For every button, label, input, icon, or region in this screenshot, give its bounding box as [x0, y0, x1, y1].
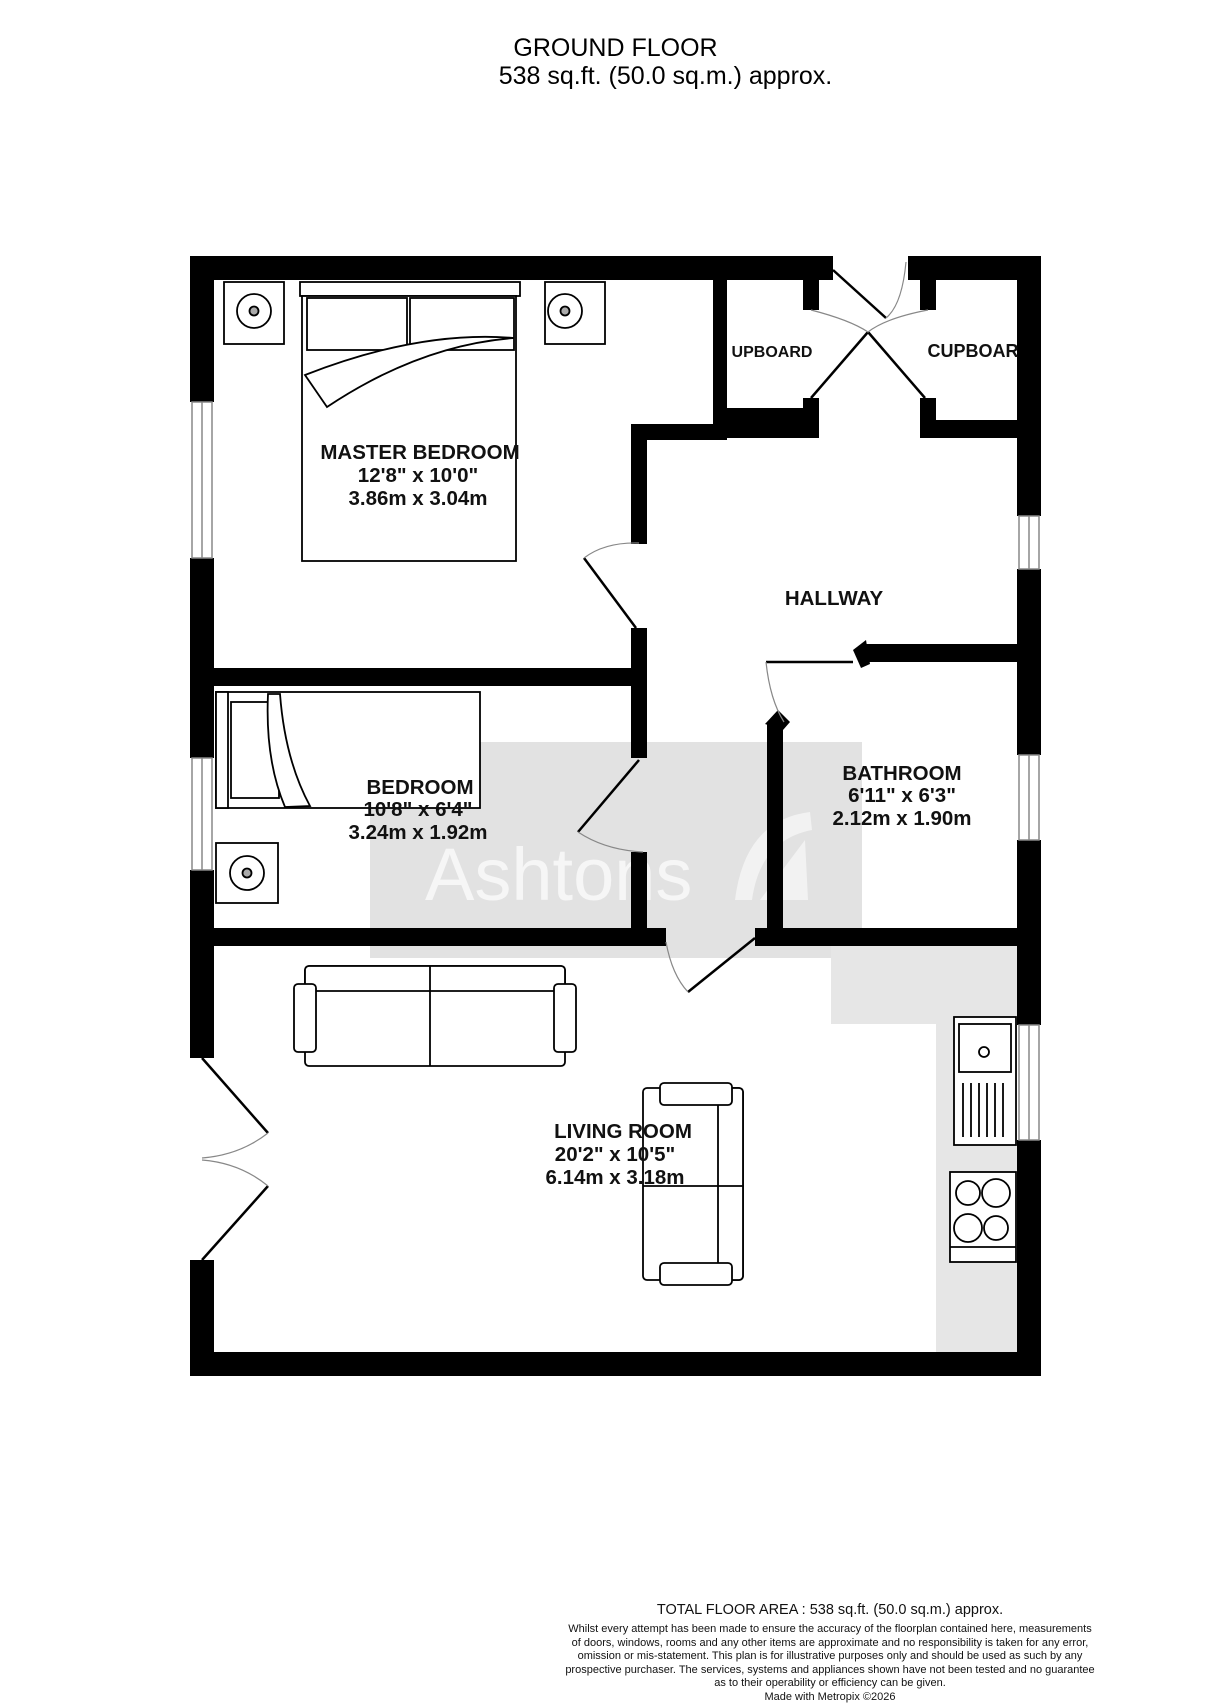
room-dims-metric: 6.14m x 3.18m [545, 1166, 684, 1189]
disclaimer-line: omission or mis-statement. This plan is … [530, 1650, 1130, 1664]
bed-headboard [300, 282, 520, 296]
room-dims-imperial: 10'8" x 6'4" [364, 798, 473, 821]
disclaimer-line: of doors, windows, rooms and any other i… [530, 1637, 1130, 1651]
room-label-bathroom: BATHROOM [842, 762, 961, 785]
disclaimer-line: Whilst every attempt has been made to en… [530, 1623, 1130, 1637]
room-label-bedroom: BEDROOM [366, 776, 473, 799]
room-dims-imperial: 6'11" x 6'3" [848, 784, 956, 807]
room-dims-metric: 2.12m x 1.90m [832, 807, 971, 830]
disclaimer-line: as to their operability or efficiency ca… [530, 1677, 1130, 1691]
room-label-cupboard-right: CUPBOAR [927, 341, 1018, 361]
metropix-credit: Made with Metropix ©2026 [530, 1691, 1130, 1704]
disclaimer-line: prospective purchaser. The services, sys… [530, 1664, 1130, 1678]
room-dims-metric: 3.86m x 3.04m [348, 487, 487, 510]
watermark-logo: Ashtons [425, 833, 692, 916]
room-label-living-room: LIVING ROOM [554, 1120, 692, 1143]
room-dims-imperial: 20'2" x 10'5" [555, 1143, 675, 1166]
room-dims-metric: 3.24m x 1.92m [348, 821, 487, 844]
kitchen-area [831, 944, 1017, 1024]
disclaimer: Whilst every attempt has been made to en… [530, 1623, 1130, 1704]
room-dims-imperial: 12'8" x 10'0" [358, 464, 478, 487]
room-label-hallway: HALLWAY [785, 587, 884, 610]
room-label-cupboard-left: UPBOARD [732, 344, 813, 361]
room-label-master-bedroom: MASTER BEDROOM [320, 441, 519, 464]
total-floor-area: TOTAL FLOOR AREA : 538 sq.ft. (50.0 sq.m… [530, 1602, 1130, 1618]
